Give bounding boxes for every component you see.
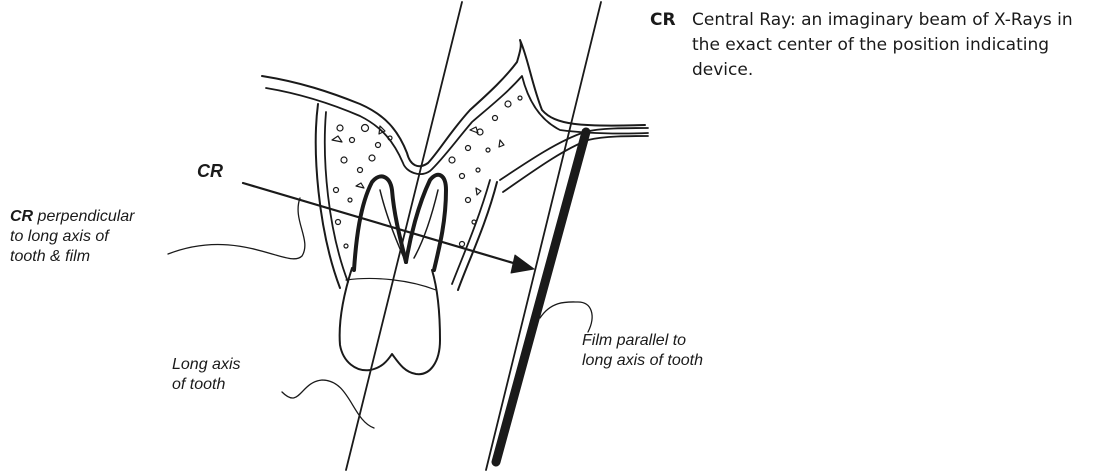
leader-axis	[282, 380, 374, 428]
bone-wall-right-outer	[458, 182, 497, 290]
perpendicular-text-3: tooth & film	[10, 248, 90, 265]
film	[496, 132, 586, 462]
film-axis-line	[486, 2, 601, 470]
film-text-2: long axis of tooth	[582, 352, 703, 369]
tooth-root-buccal	[406, 175, 446, 270]
tooth-crown	[340, 268, 440, 374]
film-text-1: Film parallel to	[582, 332, 686, 349]
perpendicular-text-2: to long axis of	[10, 228, 109, 245]
leader-perpendicular	[168, 198, 305, 259]
perpendicular-bold: CR	[10, 208, 33, 225]
axis-text-2: of tooth	[172, 376, 225, 393]
film-annotation: Film parallel to long axis of tooth	[582, 331, 703, 371]
long-axis-annotation: Long axis of tooth	[172, 355, 241, 395]
axis-text-1: Long axis	[172, 356, 241, 373]
bone-wall-right-inner	[452, 180, 490, 284]
central-ray-arrowhead	[511, 255, 534, 273]
leader-film	[540, 302, 592, 332]
legend-definition: Central Ray: an imaginary beam of X-Rays…	[692, 8, 1092, 83]
legend-abbreviation: CR	[650, 8, 676, 33]
perpendicular-text-1: perpendicular	[33, 208, 134, 225]
long-axis-line	[346, 2, 462, 470]
perpendicular-annotation: CR perpendicular to long axis of tooth &…	[10, 207, 135, 267]
central-ray-label: CR	[197, 161, 223, 181]
